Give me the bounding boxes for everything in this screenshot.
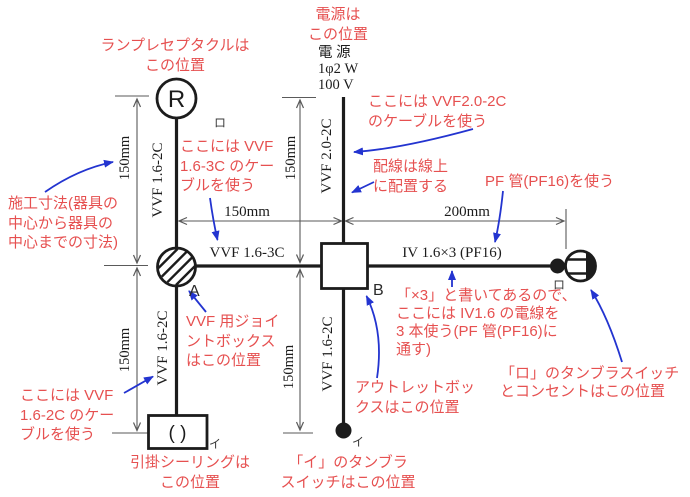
tumbler-switch-ro-symbol — [550, 258, 565, 274]
note-lamp-receptacle: ランプレセプタクルは この位置 — [100, 37, 250, 74]
note-joint-box: VVF 用ジョイ ントボックス はこの位置 — [186, 313, 280, 369]
cable-label-b-to-switch: VVF 1.6-2C — [320, 316, 336, 392]
outlet-symbol-detail — [566, 251, 595, 281]
arrow-vvf163-note — [209, 197, 220, 241]
symbols: R ( ) — [147, 77, 597, 450]
power-source-spec: 電 源 1φ2 W 100 V — [318, 45, 359, 93]
arrow-outletbox-note — [365, 295, 380, 379]
dim-label-power-to-b: 150mm — [283, 135, 299, 181]
arrow-swro-note — [590, 289, 623, 363]
cable-label-a-to-b: VVF 1.6-3C — [209, 245, 285, 261]
dim-label-b-to-outlet: 200mm — [444, 204, 490, 220]
note-outlet-box: アウトレットボッ クスはこの位置 — [355, 379, 476, 416]
arrow-vvf2020-note — [353, 128, 474, 156]
note-power-source: 電源は この位置 — [307, 6, 368, 43]
note-switch-ro-outlet: 「ロ」のタンブラスイッチ とコンセントはこの位置 — [500, 365, 680, 400]
circuit-label-switch: イ — [352, 435, 365, 449]
circuit-label-outlet: ロ — [553, 278, 566, 292]
cable-label-a-to-ceiling: VVF 1.6-2C — [155, 310, 171, 386]
arrow-dims-note — [44, 159, 114, 193]
cable-lines — [174, 97, 551, 425]
note-ceiling-rose: 引掛シーリングは この位置 — [129, 454, 250, 491]
dim-label-r-to-a: 150mm — [117, 135, 133, 181]
tumbler-switch-i-symbol — [335, 422, 352, 439]
cable-label-b-to-outlet: IV 1.6×3 (PF16) — [402, 245, 502, 261]
arrow-vvf162-note — [123, 375, 154, 394]
cable-label-r-to-a: VVF 1.6-2C — [150, 142, 166, 218]
note-vvf2020-cable: ここには VVF2.0-2C のケーブルを使う — [368, 93, 507, 130]
note-installation-dims: 施工寸法(器具の 中心から器具の 中心までの寸法) — [8, 195, 118, 251]
lamp-receptacle-letter: R — [168, 86, 185, 113]
arrow-jointbox-note — [188, 290, 207, 313]
annotation-arrows — [44, 128, 623, 394]
ceiling-rose-glyph: ( ) — [169, 423, 187, 444]
dimension-lines — [104, 95, 567, 434]
circuit-label-ceiling: イ — [209, 437, 222, 451]
lamp-receptacle-symbol — [155, 77, 198, 120]
dim-label-b-to-switch: 150mm — [281, 344, 297, 390]
arrow-online-note — [351, 181, 375, 194]
note-vvf162-cable: ここには VVF 1.6-2C のケー ブルを使う — [20, 387, 115, 443]
note-iv-wires-x3: 「×3」と書いてあるので、 ここには IV1.6 の電線を 3 本使う(PF 管… — [396, 287, 577, 358]
arrow-pf-note — [493, 190, 504, 243]
dim-label-a-to-b: 150mm — [224, 204, 270, 220]
note-pf-conduit: PF 管(PF16)を使う — [485, 173, 615, 190]
joint-box-hatching — [157, 248, 196, 286]
note-wiring-on-line: 配線は線上 に配置する — [373, 158, 449, 195]
outlet-box-label: B — [373, 282, 384, 299]
note-switch-i: 「イ」のタンブラ スイッチはこの位置 — [280, 454, 416, 491]
note-vvf163-cable: ここには VVF 1.6-3C のケー ブルを使う — [180, 138, 275, 194]
outlet-box-symbol — [320, 242, 369, 290]
dim-label-a-to-ceiling: 150mm — [117, 327, 133, 373]
cable-label-power-drop: VVF 2.0-2C — [319, 118, 335, 194]
circuit-label-receptacle: ロ — [214, 116, 227, 130]
joint-box-label: A — [189, 283, 200, 300]
ceiling-rose-symbol — [147, 414, 209, 450]
